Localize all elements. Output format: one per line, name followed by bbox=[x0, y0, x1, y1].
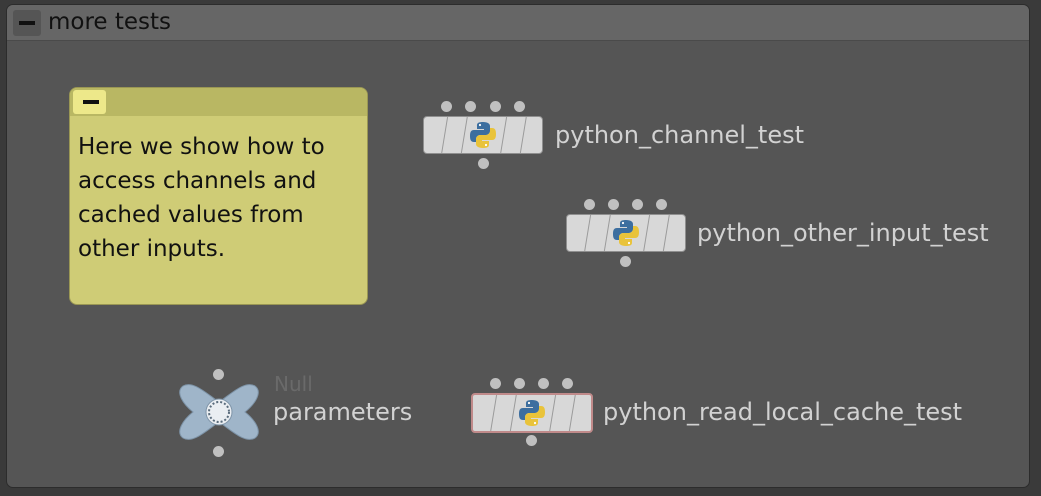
sticky-note[interactable]: Here we show how to access channels and … bbox=[69, 87, 368, 305]
input-connector[interactable] bbox=[608, 199, 619, 210]
network-box-title: more tests bbox=[48, 9, 172, 35]
output-connector[interactable] bbox=[478, 158, 489, 169]
node-python-read-local-cache-test[interactable] bbox=[471, 393, 593, 433]
python-icon bbox=[519, 400, 545, 426]
sticky-note-header[interactable] bbox=[70, 88, 367, 116]
minus-icon[interactable] bbox=[73, 90, 106, 114]
output-connector[interactable] bbox=[526, 435, 537, 446]
sticky-note-text[interactable]: Here we show how to access channels and … bbox=[78, 134, 325, 262]
input-connector[interactable] bbox=[584, 199, 595, 210]
input-connector[interactable] bbox=[514, 101, 525, 112]
input-connector[interactable] bbox=[538, 378, 549, 389]
input-connector[interactable] bbox=[213, 369, 224, 380]
input-connector[interactable] bbox=[465, 101, 476, 112]
input-connector[interactable] bbox=[632, 199, 643, 210]
node-python-channel-test[interactable] bbox=[423, 116, 543, 154]
python-icon bbox=[470, 122, 496, 148]
network-box-header[interactable]: more tests bbox=[7, 5, 1029, 41]
input-connector[interactable] bbox=[490, 378, 501, 389]
node-label[interactable]: python_read_local_cache_test bbox=[603, 398, 963, 426]
node-label[interactable]: parameters bbox=[273, 398, 413, 426]
node-python-other-input-test[interactable] bbox=[566, 214, 686, 252]
input-connector[interactable] bbox=[562, 378, 573, 389]
minus-icon[interactable] bbox=[13, 10, 41, 36]
node-label[interactable]: python_channel_test bbox=[555, 121, 805, 149]
output-connector[interactable] bbox=[620, 256, 631, 267]
input-connector[interactable] bbox=[490, 101, 501, 112]
null-icon[interactable] bbox=[175, 380, 263, 444]
node-type-label: Null bbox=[274, 372, 313, 396]
input-connector[interactable] bbox=[441, 101, 452, 112]
python-icon bbox=[613, 220, 639, 246]
output-connector[interactable] bbox=[213, 446, 224, 457]
input-connector[interactable] bbox=[656, 199, 667, 210]
node-label[interactable]: python_other_input_test bbox=[697, 219, 989, 247]
input-connector[interactable] bbox=[514, 378, 525, 389]
